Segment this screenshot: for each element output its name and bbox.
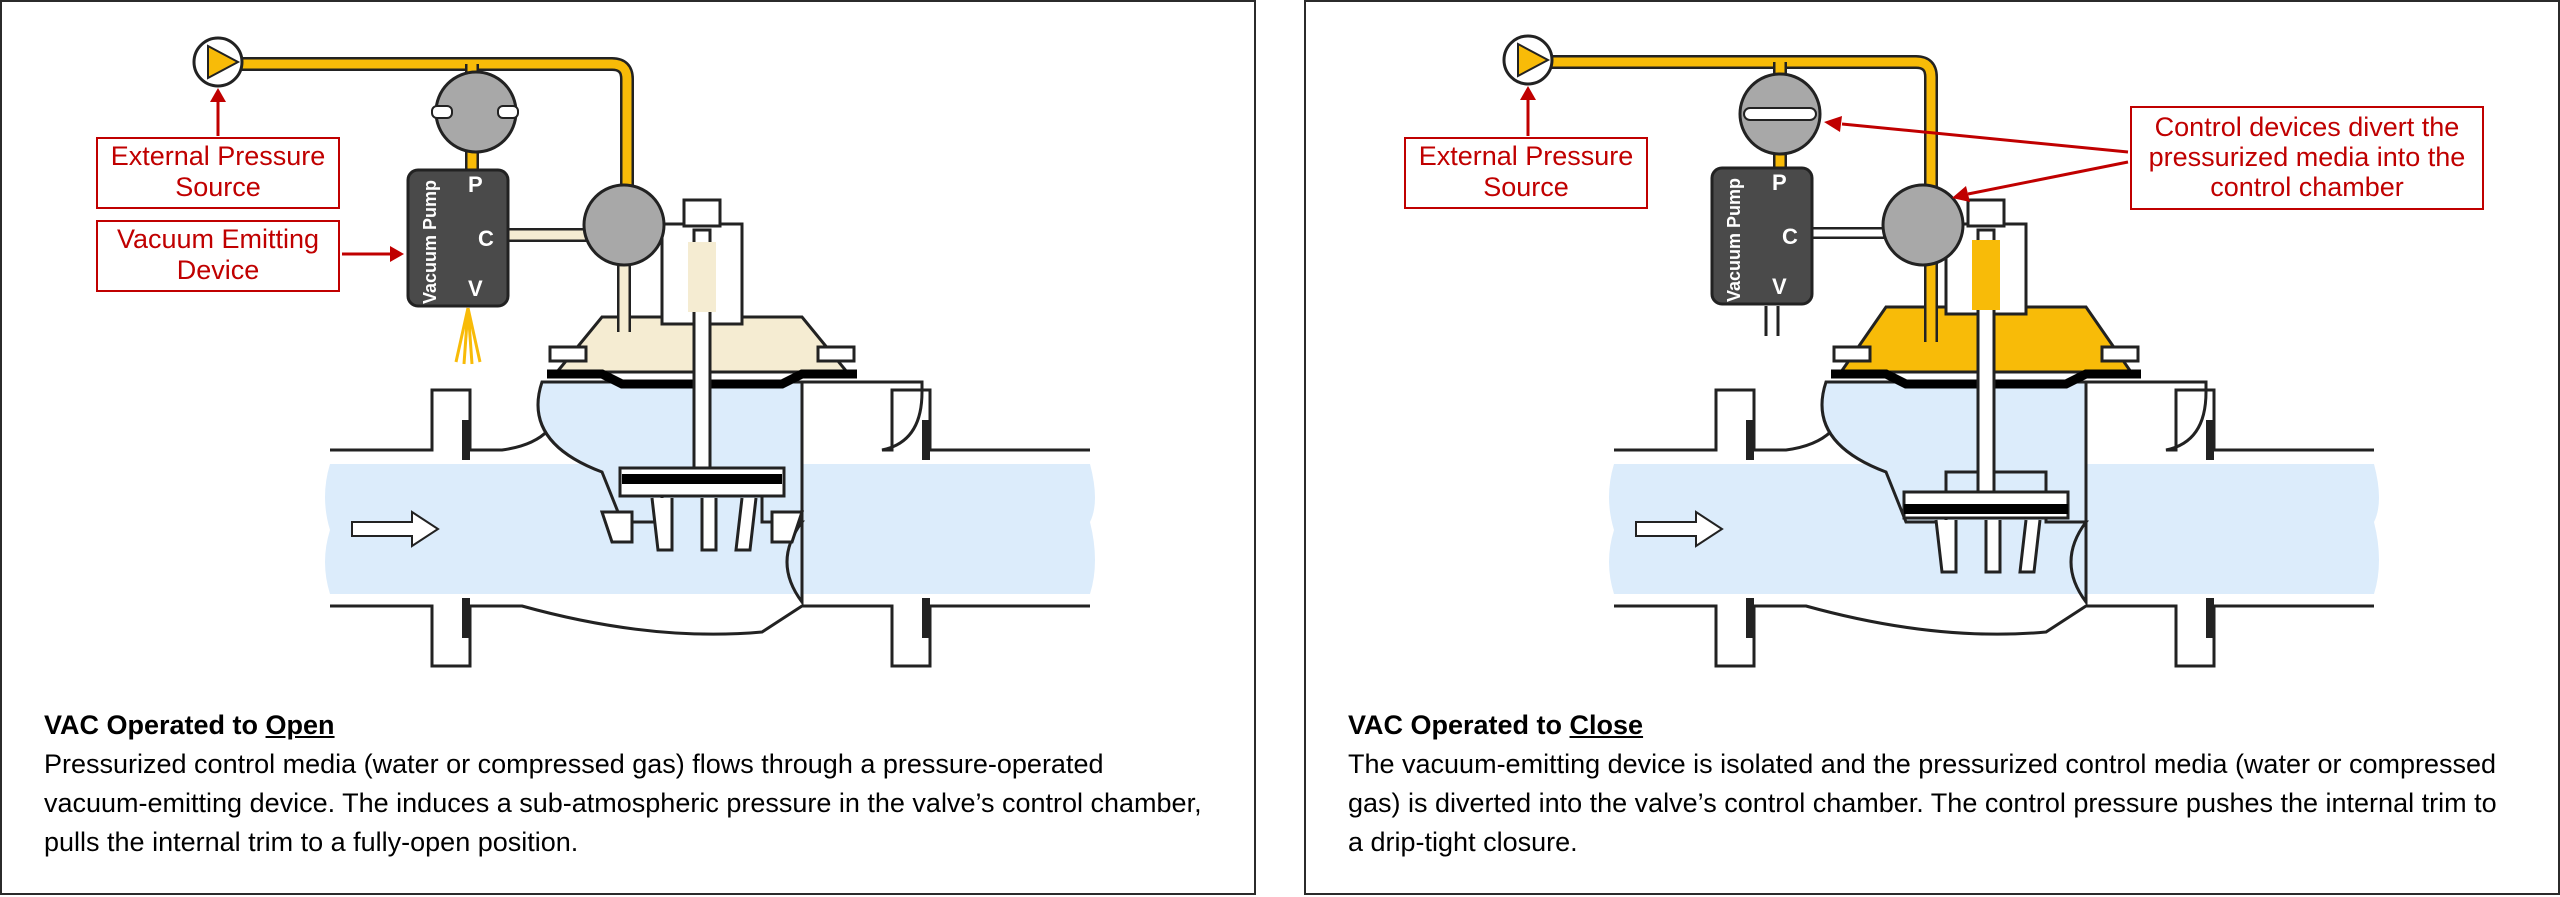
pipe-wall-lower xyxy=(330,604,1090,668)
pump-name: Vacuum Pump xyxy=(1724,178,1744,302)
caption-open: VAC Operated to Open Pressurized control… xyxy=(44,706,1204,862)
caption-title-prefix: VAC Operated to xyxy=(44,710,266,740)
stem-cap xyxy=(682,198,722,228)
caption-title-prefix: VAC Operated to xyxy=(1348,710,1570,740)
port-c: C xyxy=(478,226,494,251)
caption-title-emphasis: Close xyxy=(1569,710,1644,740)
port-v: V xyxy=(1772,274,1787,299)
callout-control-devices-text: Control devices divert the pressurized m… xyxy=(2148,112,2466,202)
callout-vacuum-device: Vacuum Emitting Device xyxy=(96,220,340,292)
callout-external-source: External Pressure Source xyxy=(1404,137,1648,209)
callout-vacuum-device-text: Vacuum Emitting Device xyxy=(116,224,320,285)
caption-title-open: VAC Operated to Open xyxy=(44,706,1204,745)
flange-left-low xyxy=(462,598,470,638)
flange-right xyxy=(922,420,930,460)
flow-arrow xyxy=(1635,510,1724,548)
flange-right-low xyxy=(922,598,930,638)
port-v: V xyxy=(468,276,483,301)
panel-vac-open: Vacuum Pump P C V External Pressure Sour… xyxy=(0,0,1256,895)
callout-control-devices: Control devices divert the pressurized m… xyxy=(2130,106,2484,210)
control-device-lower xyxy=(1881,183,1965,267)
caption-close: VAC Operated to Close The vacuum-emittin… xyxy=(1348,706,2508,862)
seat-right xyxy=(770,510,805,544)
valve-diagram-close: Vacuum Pump P C V xyxy=(1502,34,2379,668)
arrow-to-lower-device xyxy=(1967,160,2129,196)
caption-title-emphasis: Open xyxy=(265,710,335,740)
callout-external-source-text: External Pressure Source xyxy=(1418,141,1634,202)
bonnet-bolt-right xyxy=(816,345,856,363)
flange-left xyxy=(462,420,470,460)
pump-name: Vacuum Pump xyxy=(420,180,440,304)
callout-external-source-text: External Pressure Source xyxy=(110,141,326,202)
disc-guides xyxy=(650,497,758,552)
vacuum-pump xyxy=(406,168,510,308)
callout-external-source: External Pressure Source xyxy=(96,137,340,209)
panel-vac-close: Vacuum Pump P C V External Pressure Sour… xyxy=(1304,0,2560,895)
control-device-lower xyxy=(582,183,666,267)
disc-seal xyxy=(622,474,782,484)
vacuum-pump xyxy=(1710,166,1814,306)
pressure-line-fill xyxy=(242,59,632,202)
flow-arrow xyxy=(351,510,440,548)
stem-chamber-fill xyxy=(688,242,716,312)
exhaust-spray xyxy=(454,307,482,365)
bonnet-bolt-left xyxy=(548,345,588,363)
caption-body-open: Pressurized control media (water or comp… xyxy=(44,749,1202,857)
seat-left xyxy=(599,510,634,544)
pipe-wall-lower xyxy=(1614,604,2374,668)
port-p: P xyxy=(468,172,483,197)
caption-title-close: VAC Operated to Close xyxy=(1348,706,2508,745)
valve-body xyxy=(1820,380,2089,607)
arrow-to-upper-device xyxy=(1841,122,2129,154)
valve-diagram-open: Vacuum Pump P C V xyxy=(192,36,1095,668)
caption-body-close: The vacuum-emitting device is isolated a… xyxy=(1348,749,2497,857)
port-p: P xyxy=(1772,170,1787,195)
port-c: C xyxy=(1782,224,1798,249)
